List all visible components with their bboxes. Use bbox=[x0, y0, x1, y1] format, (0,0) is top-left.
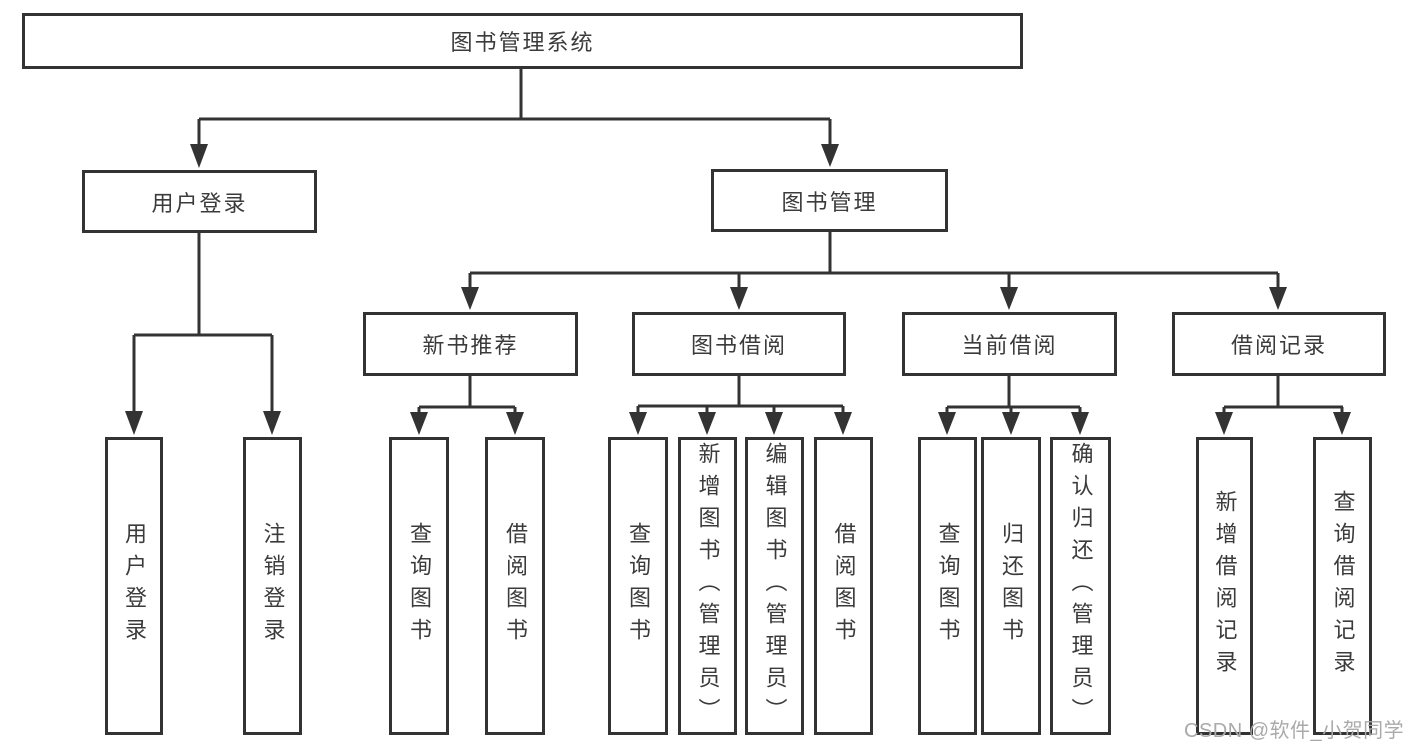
node-query-books-2: 查询图书 bbox=[608, 437, 668, 735]
arrowhead-icons bbox=[125, 144, 1351, 435]
node-label: 查询图书 bbox=[935, 522, 961, 650]
node-label: 编辑图书（管理员） bbox=[762, 442, 788, 730]
node-label: 归还图书 bbox=[999, 522, 1024, 650]
node-label: 查询图书 bbox=[626, 522, 651, 650]
node-add-borrow-record: 新增借阅记录 bbox=[1196, 437, 1253, 735]
node-borrow-records: 借阅记录 bbox=[1172, 312, 1386, 376]
node-label: 新增图书（管理员） bbox=[695, 442, 721, 730]
node-confirm-return-admin: 确认归还（管理员） bbox=[1050, 437, 1111, 735]
node-label: 用户登录 bbox=[151, 190, 248, 216]
node-label: 当前借阅 bbox=[961, 333, 1058, 358]
node-borrow-books-2: 借阅图书 bbox=[814, 437, 873, 735]
node-current-borrow: 当前借阅 bbox=[902, 312, 1117, 376]
node-logout: 注销登录 bbox=[243, 437, 302, 735]
node-label: 图书借阅 bbox=[690, 333, 787, 358]
node-label: 新书推荐 bbox=[422, 333, 519, 358]
node-book-management: 图书管理 bbox=[711, 169, 948, 232]
node-library-management-system: 图书管理系统 bbox=[22, 13, 1023, 69]
node-edit-books-admin: 编辑图书（管理员） bbox=[745, 437, 804, 735]
node-label: 借阅图书 bbox=[831, 522, 857, 650]
node-new-book-recommend: 新书推荐 bbox=[363, 312, 578, 376]
node-label: 注销登录 bbox=[260, 522, 286, 650]
node-label: 确认归还（管理员） bbox=[1068, 442, 1094, 730]
node-query-borrow-record: 查询借阅记录 bbox=[1313, 437, 1372, 735]
node-label: 图书管理系统 bbox=[450, 30, 595, 55]
node-return-books: 归还图书 bbox=[981, 437, 1041, 735]
node-label: 借阅记录 bbox=[1230, 333, 1327, 358]
node-borrow-books-1: 借阅图书 bbox=[485, 437, 545, 735]
node-label: 图书管理 bbox=[781, 189, 878, 215]
watermark: CSDN @软件_小贺同学 bbox=[1184, 720, 1405, 742]
node-label: 用户登录 bbox=[122, 522, 147, 650]
node-label: 新增借阅记录 bbox=[1212, 490, 1238, 682]
node-user-login: 用户登录 bbox=[82, 170, 317, 233]
node-query-books-3: 查询图书 bbox=[918, 437, 977, 735]
node-add-books-admin: 新增图书（管理员） bbox=[678, 437, 737, 735]
node-book-borrow: 图书借阅 bbox=[632, 312, 846, 376]
node-label: 借阅图书 bbox=[503, 522, 528, 650]
node-label: 查询图书 bbox=[407, 522, 432, 650]
node-label: 查询借阅记录 bbox=[1330, 490, 1356, 682]
node-query-books-1: 查询图书 bbox=[389, 437, 449, 735]
node-user-login-action: 用户登录 bbox=[105, 437, 163, 735]
